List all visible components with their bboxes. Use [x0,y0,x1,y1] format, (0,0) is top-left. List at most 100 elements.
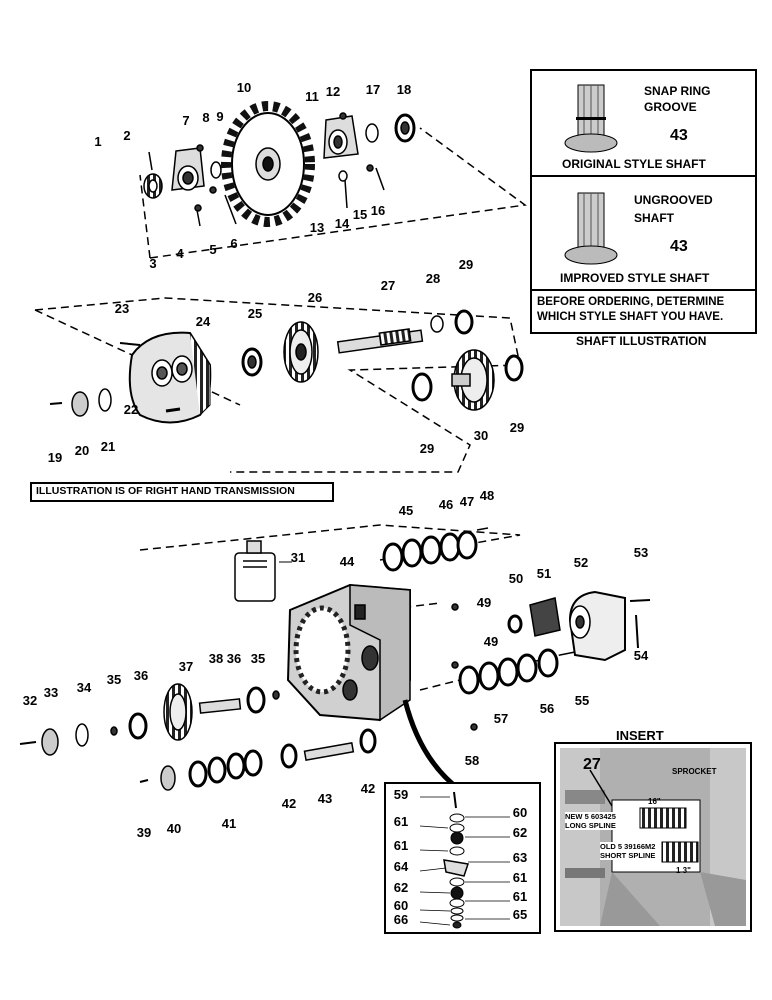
part-callout-37: 37 [179,659,193,674]
bearing-bracket-right [323,115,359,159]
snap-ring-note: SNAP RING GROOVE [644,84,711,114]
part-callout-61: 61 [513,870,527,885]
part-callout-33: 33 [44,685,58,700]
part-callout-23: 23 [115,301,129,316]
part-callout-40: 40 [167,821,181,836]
part-callout-58: 58 [465,753,479,768]
shaft-43 [303,742,355,761]
part-callout-18: 18 [397,82,411,97]
part-callout-36: 36 [227,651,241,666]
part-callout-35: 35 [251,651,265,666]
insert-title: INSERT [616,728,664,743]
part-callout-66: 66 [394,912,408,927]
part-callout-16: 16 [371,203,385,218]
part-callout-29: 29 [510,420,524,435]
hose [402,699,462,792]
insert-dim-top: 16" [648,797,661,806]
oil-can [234,540,276,602]
part-callout-20: 20 [75,443,89,458]
shaft-27 [336,328,424,354]
part-callout-47: 47 [460,494,474,509]
large-sprocket [221,101,315,227]
part-callout-9: 9 [216,109,223,124]
cover-gear-group [34,297,524,473]
part-callout-31: 31 [291,550,305,565]
spacer [210,161,222,179]
part-callout-53: 53 [634,545,648,560]
part-callout-49: 49 [477,595,491,610]
part-callout-60: 60 [394,898,408,913]
improved-shaft-section: UNGROOVED SHAFT 43 IMPROVED STYLE SHAFT [532,177,755,291]
part-callout-15: 15 [353,207,367,222]
part-callout-17: 17 [366,82,380,97]
part-callout-27: 27 [381,278,395,293]
spur-gear-37 [163,683,193,741]
improved-shaft-part-number: 43 [670,238,688,255]
part-callout-22: 22 [124,402,138,417]
gasket-51 [529,597,561,637]
insert-part-number: 27 [583,756,601,773]
part-callout-44: 44 [340,554,355,569]
part-callout-41: 41 [222,816,236,831]
spur-gear-30 [451,349,495,411]
transmission-housing [286,583,411,722]
part-callout-42: 42 [361,781,375,796]
part-callout-65: 65 [513,907,527,922]
insert-sprocket-label: SPROCKET [672,767,717,776]
insert-cutaway [554,742,752,932]
insert-dim-bottom: 1 3" [676,866,691,875]
part-callout-4: 4 [176,246,184,261]
original-shaft-icon [564,84,618,153]
part-callout-24: 24 [196,314,211,329]
part-callout-8: 8 [202,110,209,125]
part-callout-64: 64 [394,859,409,874]
part-callout-52: 52 [574,555,588,570]
part-callout-57: 57 [494,711,508,726]
part-callout-35: 35 [107,672,121,687]
improved-shaft-icon [564,192,618,265]
part-callout-56: 56 [540,701,554,716]
part-callout-62: 62 [513,825,527,840]
cover-plate [128,331,212,424]
part-callout-39: 39 [137,825,151,840]
pin [148,151,153,171]
part-callout-7: 7 [182,113,189,128]
part-callout-36: 36 [134,668,148,683]
part-callout-43: 43 [318,791,332,806]
improved-shaft-caption: IMPROVED STYLE SHAFT [560,271,710,285]
nut [209,186,217,194]
part-callout-30: 30 [474,428,488,443]
part-callout-1: 1 [94,134,101,149]
part-callout-28: 28 [426,271,440,286]
ungrooved-note: UNGROOVED SHAFT [634,193,713,225]
seal [365,123,379,143]
part-callout-42: 42 [282,796,296,811]
insert-new-spline-label: NEW 5 603425 LONG SPLINE [565,812,616,830]
part-callout-14: 14 [335,216,350,231]
sprocket-group [139,101,527,259]
insert-old-spline-label: OLD 5 39166M2 SHORT SPLINE [600,842,656,860]
part-callout-13: 13 [310,220,324,235]
original-shaft-part-number: 43 [670,127,688,144]
part-callout-38: 38 [209,651,223,666]
part-callout-50: 50 [509,571,523,586]
part-callout-10: 10 [237,80,251,95]
bolt [224,194,237,225]
part-callout-48: 48 [480,488,494,503]
part-callout-63: 63 [513,850,527,865]
ordering-warning: BEFORE ORDERING, DETERMINE WHICH STYLE S… [537,296,725,323]
original-shaft-section: SNAP RING GROOVE 43 ORIGINAL STYLE SHAFT [532,71,755,177]
part-callout-49: 49 [484,634,498,649]
part-callout-29: 29 [420,441,434,456]
part-callout-6: 6 [230,236,237,251]
part-callout-61: 61 [394,838,408,853]
shaft-38 [198,698,242,714]
orientation-banner-text: ILLUSTRATION IS OF RIGHT HAND TRANSMISSI… [36,485,295,497]
end-cap [568,590,626,662]
part-callout-61: 61 [394,814,408,829]
part-callout-60: 60 [513,805,527,820]
pinion-gear [143,173,163,199]
part-callout-26: 26 [308,290,322,305]
valve-kit-box [384,782,541,934]
